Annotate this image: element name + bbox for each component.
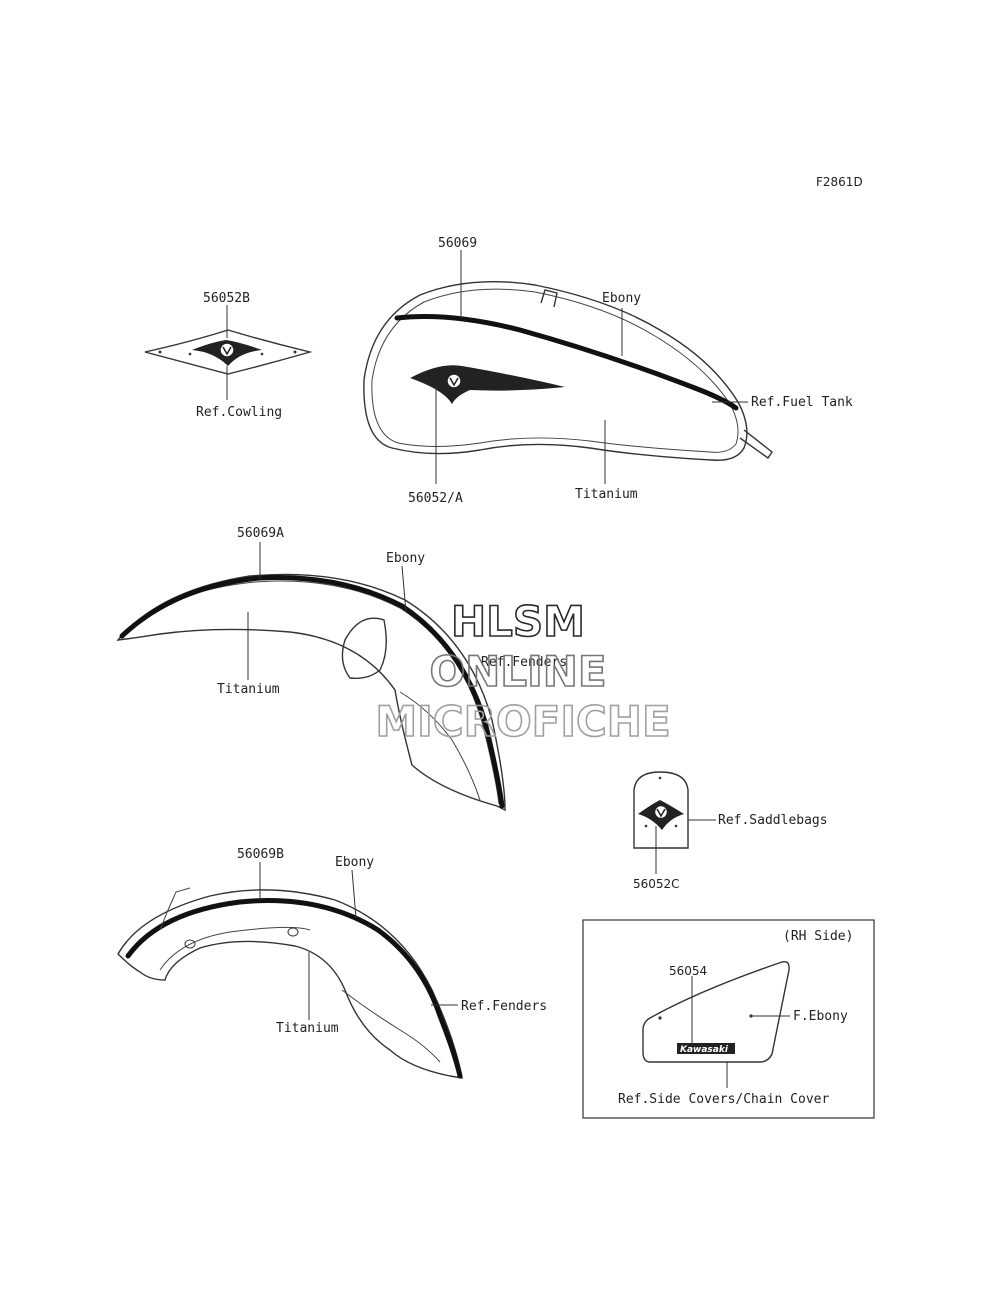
part-number-56069: 56069: [438, 236, 477, 251]
front-fender: [116, 573, 506, 812]
cowling-emblem: [144, 329, 313, 375]
watermark-line2: ONLINE: [429, 647, 606, 696]
f-ebony-label: F.Ebony: [793, 1009, 848, 1024]
watermark: HLSM ONLINE MICROFICHE: [375, 596, 672, 747]
rh-side-label: (RH Side): [783, 929, 853, 944]
saddlebag-emblem: [633, 771, 689, 849]
ebony-front-label: Ebony: [386, 551, 425, 566]
ref-fenders-rear-label: Ref.Fenders: [461, 999, 547, 1014]
part-number-56052b: 56052B: [203, 291, 250, 306]
ebony-tank-label: Ebony: [602, 291, 641, 306]
titanium-tank-label: Titanium: [575, 487, 638, 502]
ref-saddlebags-label: Ref.Saddlebags: [718, 813, 828, 828]
watermark-line3: MICROFICHE: [375, 697, 670, 746]
rh-side-inset-box: [582, 919, 875, 1119]
fuel-tank: [363, 280, 773, 461]
figure-code: F2861D: [816, 175, 863, 189]
watermark-line1: HLSM: [451, 597, 585, 646]
ref-fuel-tank-label: Ref.Fuel Tank: [751, 395, 853, 410]
titanium-front-label: Titanium: [217, 682, 280, 697]
kawasaki-decal: [677, 1043, 735, 1054]
kawasaki-decal-text: Kawasaki: [680, 1045, 729, 1055]
ref-fenders-front-label: Ref.Fenders: [481, 655, 567, 670]
side-cover: [642, 960, 790, 1063]
ref-side-covers-label: Ref.Side Covers/Chain Cover: [618, 1092, 829, 1107]
rear-fender: [117, 887, 463, 1079]
part-number-56069a: 56069A: [237, 526, 284, 541]
part-number-56052c: 56052C: [633, 877, 680, 891]
ebony-rear-label: Ebony: [335, 855, 374, 870]
titanium-rear-label: Titanium: [276, 1021, 339, 1036]
part-number-56052a: 56052/A: [408, 491, 463, 506]
part-number-56054: 56054: [669, 964, 707, 978]
ref-cowling-label: Ref.Cowling: [196, 405, 282, 420]
part-number-56069b: 56069B: [237, 847, 284, 862]
